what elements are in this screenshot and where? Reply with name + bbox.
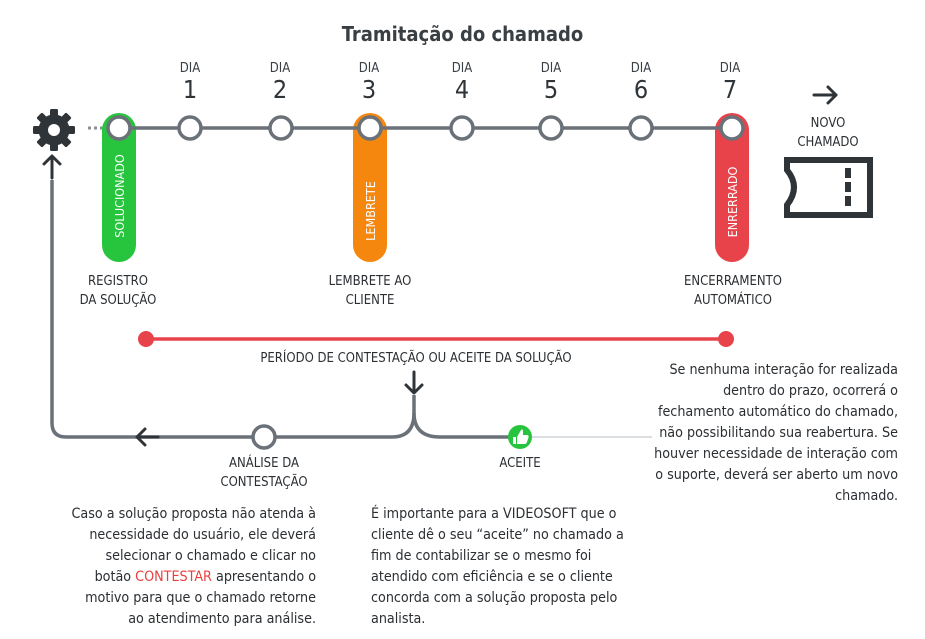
day-1: DIA 1 — [160, 62, 220, 104]
day-7: DIA 7 — [700, 62, 760, 104]
caption-analise-line2: CONTESTAÇÃO — [220, 475, 308, 490]
day-7-label: DIA — [719, 61, 741, 76]
day-node-4 — [357, 115, 383, 141]
day-1-number: 1 — [182, 75, 198, 104]
caption-lembrete-line2: CLIENTE — [345, 293, 395, 308]
note-accept: É importante para a VIDEOSOFT que o clie… — [371, 504, 641, 630]
pill-lembrete-label: LEMBRETE — [363, 181, 378, 241]
note-contest-line: ao atendimento para análise. — [128, 611, 316, 627]
arrow-right-icon — [812, 85, 838, 105]
new-ticket-label: NOVO CHAMADO — [778, 114, 878, 152]
ticket-icon — [784, 157, 873, 218]
contestar-highlight: CONTESTAR — [135, 569, 212, 585]
arrow-up-icon — [42, 154, 62, 180]
day-node-6 — [538, 115, 564, 141]
return-path — [50, 180, 416, 439]
note-contest-text: apresentando o — [216, 569, 316, 585]
note-auto-close-line: chamado. — [835, 488, 898, 504]
day-node-8 — [719, 115, 745, 141]
day-4: DIA 4 — [432, 62, 492, 104]
note-contest-line: Caso a solução proposta não atenda à — [71, 506, 316, 522]
day-node-7 — [628, 115, 654, 141]
pill-lembrete — [353, 113, 387, 262]
day-1-label: DIA — [179, 61, 201, 76]
caption-periodo: PERÍODO DE CONTESTAÇÃO OU ACEITE DA SOLU… — [260, 351, 572, 366]
note-accept-line: atendido com eficiência e se o cliente — [371, 569, 613, 585]
day-6: DIA 6 — [611, 62, 671, 104]
caption-registro-line1: REGISTRO — [88, 274, 148, 289]
note-auto-close-line: o suporte, deverá ser aberto um novo — [655, 467, 898, 483]
accept-path — [412, 412, 512, 439]
day-node-2 — [177, 115, 203, 141]
caption-analise: ANÁLISE DA CONTESTAÇÃO — [204, 454, 324, 492]
gear-icon — [33, 109, 75, 151]
note-accept-line: fim de contabilizar se o mesmo foi — [371, 548, 592, 564]
contest-period-end — [718, 331, 734, 347]
caption-aceite: ACEITE — [499, 456, 541, 471]
note-contest: Caso a solução proposta não atenda à nec… — [48, 504, 316, 630]
pill-solucionado-label: SOLUCIONADO — [112, 154, 127, 238]
day-4-label: DIA — [451, 61, 473, 76]
day-5-number: 5 — [543, 75, 559, 104]
arrow-left-icon — [135, 427, 160, 447]
note-auto-close: Se nenhuma interação for realizada dentr… — [630, 360, 898, 507]
caption-lembrete: LEMBRETE AO CLIENTE — [305, 272, 435, 310]
contest-period-start — [138, 331, 154, 347]
new-ticket-line1: NOVO — [810, 116, 846, 131]
note-accept-line: concorda com a solução proposta pelo — [371, 590, 618, 606]
day-6-label: DIA — [630, 61, 652, 76]
day-node-5 — [449, 115, 475, 141]
caption-encerramento: ENCERRAMENTO AUTOMÁTICO — [666, 272, 800, 310]
caption-lembrete-line1: LEMBRETE AO — [328, 274, 412, 289]
contest-node — [251, 424, 277, 450]
note-accept-line: É importante para a VIDEOSOFT que o — [371, 506, 617, 522]
note-accept-line: cliente dê o seu “aceite” no chamado a — [371, 527, 624, 543]
thumbs-up-icon — [508, 425, 532, 449]
note-auto-close-line: fechamento automático do chamado, — [657, 404, 898, 420]
note-contest-line: botão CONTESTAR apresentando o — [48, 567, 316, 588]
caption-encerramento-line2: AUTOMÁTICO — [694, 293, 772, 308]
diagram-title: Tramitação do chamado — [341, 22, 584, 46]
day-node-3 — [268, 115, 294, 141]
day-2-label: DIA — [269, 61, 291, 76]
note-auto-close-line: houver necessidade de interação com — [654, 446, 898, 462]
day-6-number: 6 — [633, 75, 649, 104]
note-auto-close-line: não possibilitando sua reabertura. Se — [659, 425, 898, 441]
day-node-1 — [106, 115, 132, 141]
day-7-number: 7 — [722, 75, 738, 104]
day-3-number: 3 — [361, 75, 377, 104]
arrow-down-icon — [404, 370, 424, 395]
caption-registro-line2: DA SOLUÇÃO — [79, 293, 157, 308]
new-ticket-line2: CHAMADO — [797, 135, 859, 150]
day-5: DIA 5 — [521, 62, 581, 104]
day-4-number: 4 — [454, 75, 470, 104]
note-contest-line: necessidade do usuário, ele deverá — [89, 527, 316, 543]
caption-analise-line1: ANÁLISE DA — [228, 456, 299, 471]
day-2-number: 2 — [272, 75, 288, 104]
note-auto-close-line: Se nenhuma interação for realizada — [669, 362, 898, 378]
note-contest-line: motivo para que o chamado retorne — [85, 590, 316, 606]
caption-encerramento-line1: ENCERRAMENTO — [684, 274, 782, 289]
day-5-label: DIA — [540, 61, 562, 76]
day-2: DIA 2 — [250, 62, 310, 104]
caption-registro: REGISTRO DA SOLUÇÃO — [58, 272, 178, 310]
day-3: DIA 3 — [339, 62, 399, 104]
pill-encerrado — [715, 113, 749, 262]
day-3-label: DIA — [358, 61, 380, 76]
pill-encerrado-label: ENRERRADO — [725, 166, 740, 237]
note-accept-line: analista. — [371, 611, 426, 627]
note-auto-close-line: dentro do prazo, ocorrerá o — [723, 383, 898, 399]
note-contest-text: botão — [94, 569, 132, 585]
pill-solucionado — [102, 113, 136, 262]
note-contest-line: selecionar o chamado e clicar no — [105, 548, 316, 564]
